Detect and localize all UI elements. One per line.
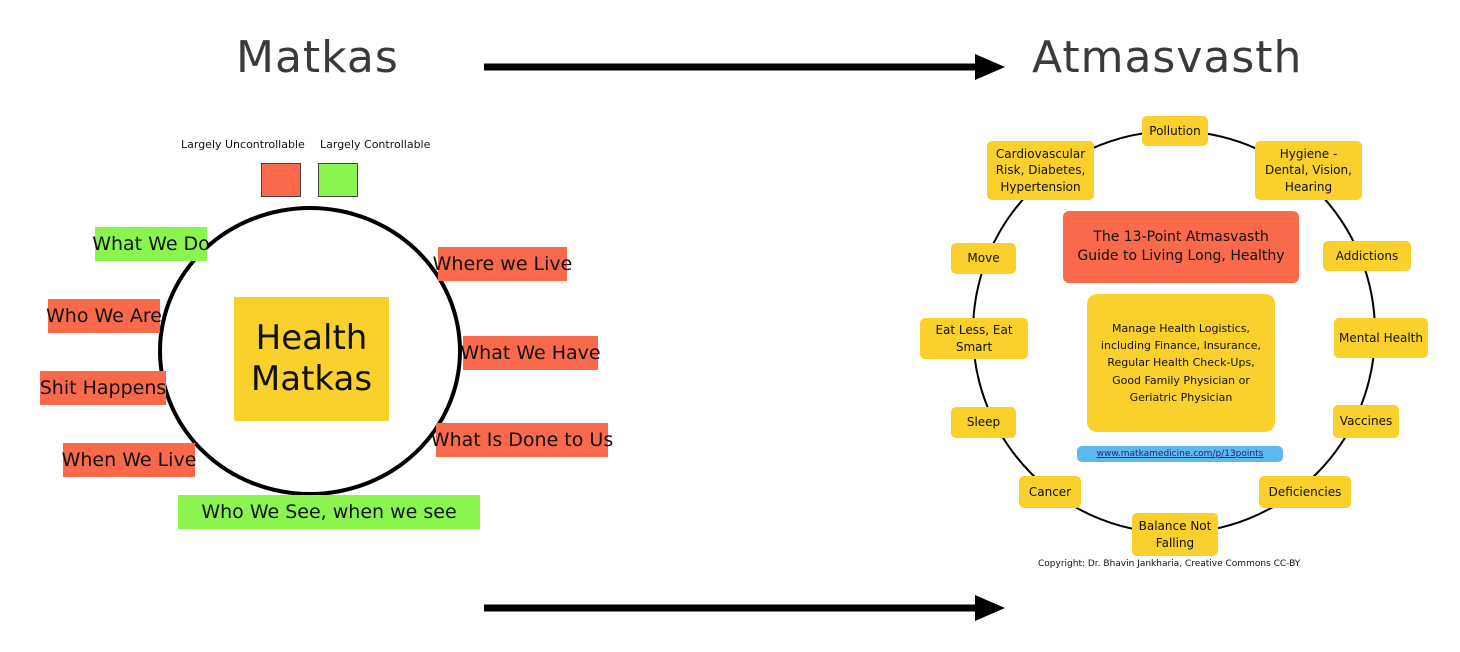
node-pollution: Pollution	[1142, 116, 1208, 146]
guide-link[interactable]: www.matkamedicine.com/p/13points	[1077, 446, 1283, 462]
legend-controllable-label: Largely Controllable	[320, 138, 431, 151]
matka-who-we-see: Who We See, when we see	[178, 495, 480, 529]
node-move: Move	[951, 243, 1016, 274]
node-balance: Balance Not Falling	[1132, 513, 1218, 556]
node-vaccines: Vaccines	[1333, 405, 1399, 438]
matka-who-we-are: Who We Are	[46, 299, 162, 333]
right-title: Atmasvasth	[1032, 32, 1303, 83]
legend-uncontrollable-label: Largely Uncontrollable	[181, 138, 305, 151]
top-arrow	[484, 54, 1005, 80]
node-cardiovascular: Cardiovascular Risk, Diabetes, Hypertens…	[987, 141, 1094, 200]
legend-controllable-swatch	[318, 163, 358, 197]
guide-body: Manage Health Logistics, including Finan…	[1087, 294, 1275, 432]
matka-what-we-do: What We Do	[92, 227, 210, 261]
copyright-note: Copyright: Dr. Bhavin Jankharia, Creativ…	[1038, 559, 1301, 569]
matka-when-we-live: When We Live	[62, 443, 196, 477]
matka-what-we-have: What We Have	[460, 336, 601, 370]
node-eat-less: Eat Less, Eat Smart	[920, 318, 1028, 359]
legend-uncontrollable-swatch	[261, 163, 301, 197]
matka-shit-happens: Shit Happens	[40, 371, 166, 405]
matka-where-we-live: Where we Live	[433, 247, 572, 281]
node-hygiene: Hygiene - Dental, Vision, Hearing	[1255, 141, 1362, 200]
matka-what-is-done-to-us: What Is Done to Us	[431, 423, 613, 457]
node-mental-health: Mental Health	[1334, 318, 1428, 358]
center-line-1: Health	[255, 318, 368, 359]
node-deficiencies: Deficiencies	[1259, 476, 1351, 508]
guide-title: The 13-Point Atmasvasth Guide to Living …	[1063, 211, 1299, 283]
bottom-arrow	[484, 595, 1005, 621]
center-line-2: Matkas	[250, 359, 373, 399]
node-addictions: Addictions	[1323, 241, 1411, 271]
left-title: Matkas	[236, 32, 399, 83]
health-matkas-box: Health Matkas	[234, 297, 389, 421]
node-cancer: Cancer	[1019, 476, 1081, 508]
node-sleep: Sleep	[951, 407, 1016, 438]
